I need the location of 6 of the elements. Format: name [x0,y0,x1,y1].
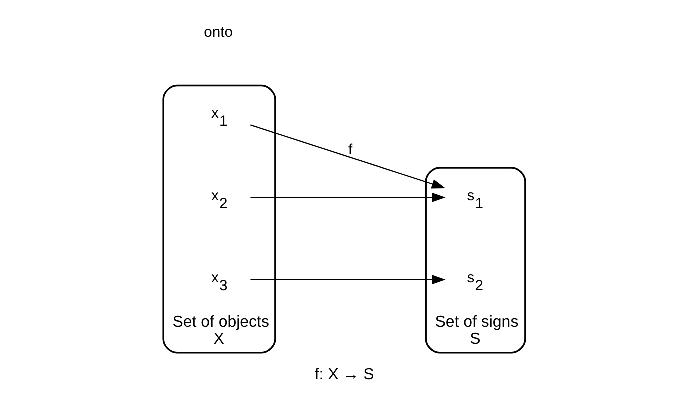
arrow [250,192,446,202]
arrow [250,124,446,189]
arrow [250,275,446,285]
edge-label: f [348,142,353,159]
label: onto [204,25,233,42]
caption: f: X → S [314,366,374,384]
